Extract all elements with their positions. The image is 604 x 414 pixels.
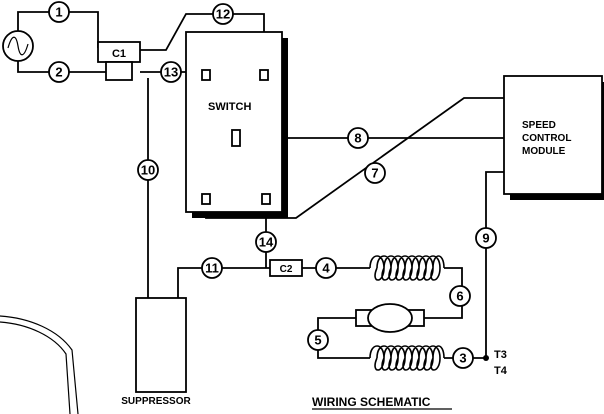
speed-control-module: SPEED CONTROL MODULE [503, 75, 604, 200]
svg-text:14: 14 [259, 235, 274, 250]
wire-number-bubble: 1 [48, 1, 70, 23]
c1-label: C1 [112, 48, 126, 60]
contactor-c2: C2 [269, 259, 303, 277]
wire-number-bubble: 14 [255, 231, 277, 253]
svg-text:3: 3 [459, 351, 466, 366]
terminal-t4-label: T4 [494, 365, 508, 377]
ac-source-icon [2, 30, 34, 62]
svg-text:4: 4 [322, 261, 330, 276]
wire-number-bubble: 6 [449, 285, 471, 307]
coil-icon [369, 255, 445, 281]
schematic-title: WIRING SCHEMATIC [312, 395, 452, 410]
c2-label: C2 [280, 264, 293, 275]
svg-text:1: 1 [55, 5, 62, 20]
svg-text:10: 10 [141, 163, 155, 178]
svg-text:11: 11 [205, 261, 219, 276]
svg-text:7: 7 [371, 166, 378, 181]
wire-number-bubble: 12 [212, 3, 234, 25]
module-label-line-2: CONTROL [522, 133, 571, 144]
switch-label: SWITCH [208, 101, 251, 113]
wire-number-bubble: 8 [347, 127, 369, 149]
svg-text:12: 12 [216, 7, 230, 22]
svg-text:6: 6 [456, 289, 463, 304]
wire-number-bubble: 10 [137, 159, 159, 181]
wire-number-bubble: 9 [475, 227, 497, 249]
wire-number-bubble: 4 [315, 257, 337, 279]
wire-number-bubble: 2 [48, 61, 70, 83]
terminal-node: T3 T4 [483, 349, 508, 377]
svg-text:5: 5 [314, 333, 321, 348]
wire-number-bubble: 7 [364, 162, 386, 184]
coil-icon [369, 345, 445, 371]
wire-number-bubble: 13 [160, 61, 182, 83]
wire-number-bubble: 11 [201, 257, 223, 279]
wire-number-bubble: 5 [307, 329, 329, 351]
terminal-t3-label: T3 [494, 349, 507, 361]
svg-text:9: 9 [482, 231, 489, 246]
wire-number-bubble: 3 [452, 347, 474, 369]
switch-box: SWITCH [185, 31, 288, 218]
motor-icon [355, 303, 425, 333]
module-label-line-1: SPEED [522, 120, 556, 131]
svg-text:8: 8 [354, 131, 361, 146]
contactor-c1: C1 [97, 41, 141, 81]
svg-text:13: 13 [164, 65, 178, 80]
decorative-curve [0, 315, 79, 414]
title-text: WIRING SCHEMATIC [312, 395, 431, 409]
suppressor: SUPPRESSOR [121, 297, 192, 407]
suppressor-label: SUPPRESSOR [121, 396, 191, 407]
svg-text:2: 2 [55, 65, 62, 80]
module-label-line-3: MODULE [522, 146, 566, 157]
